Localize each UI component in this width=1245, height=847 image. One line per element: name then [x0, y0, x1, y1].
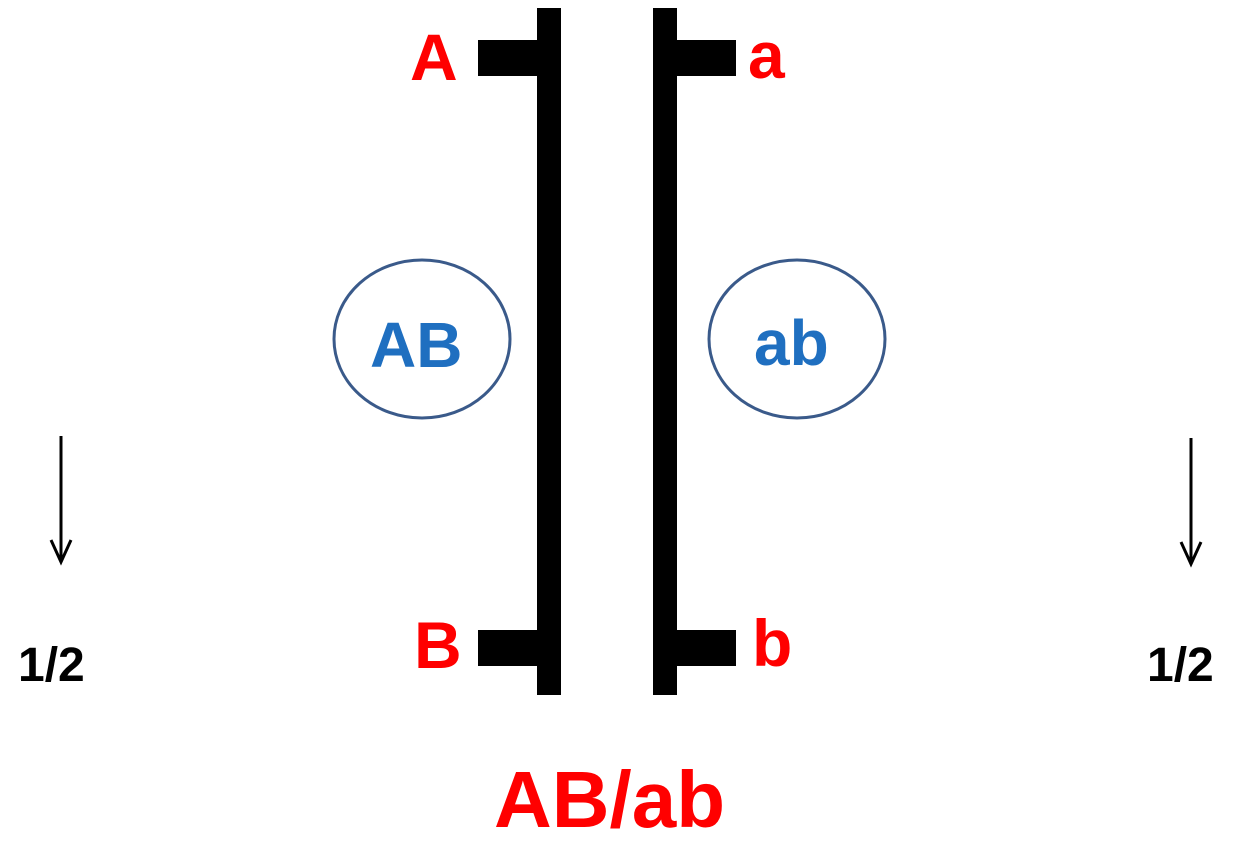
chromosome-right-bar — [653, 8, 677, 695]
allele-label-b: b — [752, 606, 793, 680]
probability-right: 1/2 — [1147, 639, 1214, 692]
gamete-label-left: AB — [370, 309, 463, 381]
locus-marker-a-right — [668, 40, 736, 76]
gamete-circle-right — [707, 258, 887, 420]
allele-label-A: A — [410, 20, 458, 94]
allele-label-B: B — [414, 608, 462, 682]
chromosome-left — [478, 8, 561, 695]
allele-label-a: a — [748, 18, 785, 92]
chromosome-left-bar — [537, 8, 561, 695]
probability-left: 1/2 — [18, 639, 85, 692]
chromosome-right — [653, 8, 736, 695]
locus-marker-b-right — [668, 630, 736, 666]
locus-marker-b-left — [478, 630, 548, 666]
arrow-down-right-icon — [1179, 438, 1203, 568]
gamete-circle-left — [332, 258, 512, 420]
arrow-down-left-icon — [49, 436, 73, 566]
locus-marker-a-left — [478, 40, 548, 76]
genotype-label: AB/ab — [494, 755, 726, 844]
gamete-label-right: ab — [754, 307, 829, 379]
